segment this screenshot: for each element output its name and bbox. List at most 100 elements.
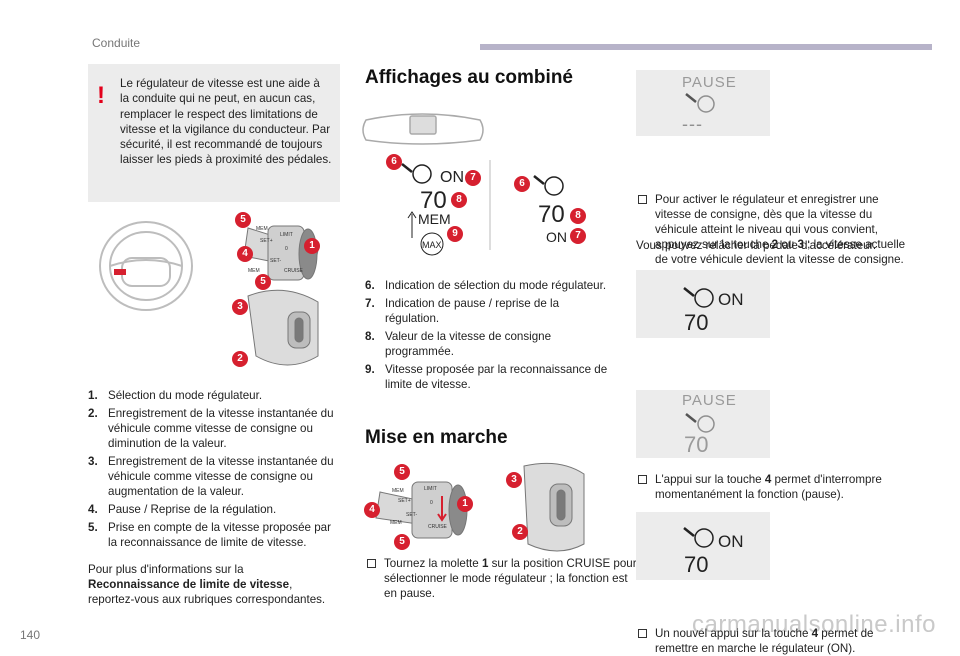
thumbwheel bbox=[523, 462, 585, 552]
on-label: ON bbox=[440, 169, 464, 186]
set-speed: 70 bbox=[420, 187, 447, 214]
cruise-speedometer-icon bbox=[544, 176, 564, 196]
list-item: 2.Enregistrement de la vitesse instantan… bbox=[88, 407, 334, 450]
paused-display-graphics bbox=[685, 413, 715, 433]
pause-label: PAUSE bbox=[682, 392, 737, 409]
section-label: Conduite bbox=[92, 36, 141, 50]
thumbwheel bbox=[247, 289, 319, 366]
up-arrow bbox=[407, 211, 417, 238]
heading-start: Mise en marche bbox=[365, 427, 508, 448]
cruise-speedometer-icon bbox=[412, 164, 432, 184]
warning-box: ! Le régulateur de vitesse est une aide … bbox=[88, 64, 340, 202]
bullet-icon bbox=[638, 194, 647, 204]
cruise-arrow-icon bbox=[685, 413, 697, 423]
display-right: 70 ON bbox=[533, 175, 567, 245]
stalk-label: CRUISE bbox=[284, 268, 304, 274]
stalk-label: SET- bbox=[406, 512, 417, 518]
cruise-stalk-figure: MEM LIMIT SET+ 0 SET- CRUISE MEM 5 1 4 5… bbox=[88, 206, 340, 382]
page-number: 140 bbox=[20, 628, 41, 642]
stalk-label: MEM bbox=[256, 226, 268, 232]
list-item: 6.Indication de sélection du mode régula… bbox=[365, 279, 607, 292]
max-label: MAX bbox=[422, 240, 442, 250]
rotate-arrow bbox=[437, 496, 447, 522]
stalk-label: LIMIT bbox=[424, 486, 437, 492]
callout-4: 4 bbox=[237, 246, 253, 262]
controls-legend: 1.Sélection du mode régulateur. 2.Enregi… bbox=[88, 388, 340, 553]
start-instruction: Tournez la molette 1 sur la position CRU… bbox=[365, 556, 639, 602]
list-item: 8.Valeur de la vitesse de consigne progr… bbox=[365, 330, 552, 358]
cruise-arrow-icon bbox=[533, 175, 545, 185]
set-speed: 70 bbox=[684, 432, 709, 457]
list-item: 9.Vitesse proposée par la reconnaissance… bbox=[365, 363, 608, 391]
callout-6: 6 bbox=[514, 176, 530, 192]
warning-exclamation-icon: ! bbox=[97, 82, 105, 109]
callout-4: 4 bbox=[364, 502, 380, 518]
start-stalk-illustration: MEM LIMIT SET+ 0 SET- CRUISE MEM bbox=[375, 462, 585, 552]
callout-5: 5 bbox=[394, 534, 410, 550]
cruise-arrow-icon bbox=[683, 287, 695, 297]
callout-1: 1 bbox=[304, 238, 320, 254]
steering-wheel bbox=[99, 221, 193, 311]
pause-display-graphics bbox=[685, 93, 715, 113]
stalk-label: LIMIT bbox=[280, 232, 293, 238]
stalk-highlight bbox=[114, 269, 126, 275]
stalk-label: MEM bbox=[390, 520, 402, 526]
instrument-display-illustration: ON 70 MEM MAX 70 ON bbox=[362, 113, 567, 256]
callout-3: 3 bbox=[506, 472, 522, 488]
on-label: ON bbox=[718, 290, 744, 309]
mem-label: MEM bbox=[418, 211, 451, 227]
display-legend: 6.Indication de sélection du mode régula… bbox=[365, 278, 615, 395]
stalk-label: SET+ bbox=[260, 238, 273, 244]
callout-8: 8 bbox=[451, 192, 467, 208]
callout-2: 2 bbox=[232, 351, 248, 367]
cruise-control-stalk bbox=[375, 481, 468, 539]
cluster-outline bbox=[362, 113, 484, 145]
callout-1: 1 bbox=[457, 496, 473, 512]
activate-instruction: Pour activer le régulateur et enregistre… bbox=[636, 192, 917, 268]
bullet-icon bbox=[638, 629, 647, 639]
set-speed: 70 bbox=[684, 310, 709, 335]
display-panel-resumed: ON 70 bbox=[636, 512, 770, 580]
cruise-speedometer-icon bbox=[697, 95, 715, 113]
callout-6: 6 bbox=[386, 154, 402, 170]
on-label: ON bbox=[718, 532, 744, 551]
callout-5: 5 bbox=[255, 274, 271, 290]
watermark: carmanualsonline.info bbox=[692, 611, 936, 638]
warning-text: Le régulateur de vitesse est une aide à … bbox=[120, 77, 332, 167]
start-figure: MEM LIMIT SET+ 0 SET- CRUISE MEM 5 3 1 4… bbox=[362, 458, 614, 558]
list-item: 5.Prise en compte de la vitesse proposée… bbox=[88, 521, 331, 549]
cruise-arrow-icon bbox=[685, 93, 697, 103]
list-item: 1.Sélection du mode régulateur. bbox=[88, 389, 263, 402]
stalk-label: 0 bbox=[430, 500, 433, 506]
callout-2: 2 bbox=[512, 524, 528, 540]
stalk-label: CRUISE bbox=[428, 524, 448, 530]
callout-7: 7 bbox=[465, 170, 481, 186]
callout-5: 5 bbox=[394, 464, 410, 480]
bullet-icon bbox=[638, 474, 647, 484]
stalk-label: SET- bbox=[270, 258, 281, 264]
section-rule bbox=[480, 44, 932, 50]
max-circle bbox=[420, 232, 444, 256]
no-speed-dashes: --- bbox=[682, 114, 703, 134]
cruise-control-stalk bbox=[243, 225, 319, 281]
on-label: ON bbox=[546, 229, 567, 245]
resume-instruction: Un nouvel appui sur la touche 4 permet d… bbox=[636, 626, 917, 656]
display-panel-on: ON 70 bbox=[636, 270, 770, 338]
bullet-icon bbox=[367, 559, 376, 568]
more-info-paragraph: Pour plus d'informations sur la Reconnai… bbox=[88, 563, 326, 607]
list-item: 4.Pause / Reprise de la régulation. bbox=[88, 503, 277, 516]
callout-3: 3 bbox=[232, 299, 248, 315]
on-display-graphics bbox=[683, 287, 714, 308]
cruise-speedometer-icon bbox=[694, 288, 714, 308]
list-item: 3.Enregistrement de la vitesse instantan… bbox=[88, 455, 334, 498]
cruise-stalk-illustration: MEM LIMIT SET+ 0 SET- CRUISE MEM bbox=[99, 221, 319, 366]
list-item: 7.Indication de pause / reprise de la ré… bbox=[365, 297, 560, 325]
callout-8: 8 bbox=[570, 208, 586, 224]
link-reference: Reconnaissance de limite de vitesse bbox=[88, 578, 290, 592]
stalk-label: MEM bbox=[392, 488, 404, 494]
display-left: ON 70 MEM MAX bbox=[401, 163, 464, 256]
stalk-label: SET+ bbox=[398, 498, 411, 504]
cruise-speedometer-icon bbox=[697, 415, 715, 433]
heading-displays: Affichages au combiné bbox=[365, 67, 573, 88]
cruise-speedometer-icon bbox=[694, 528, 714, 548]
